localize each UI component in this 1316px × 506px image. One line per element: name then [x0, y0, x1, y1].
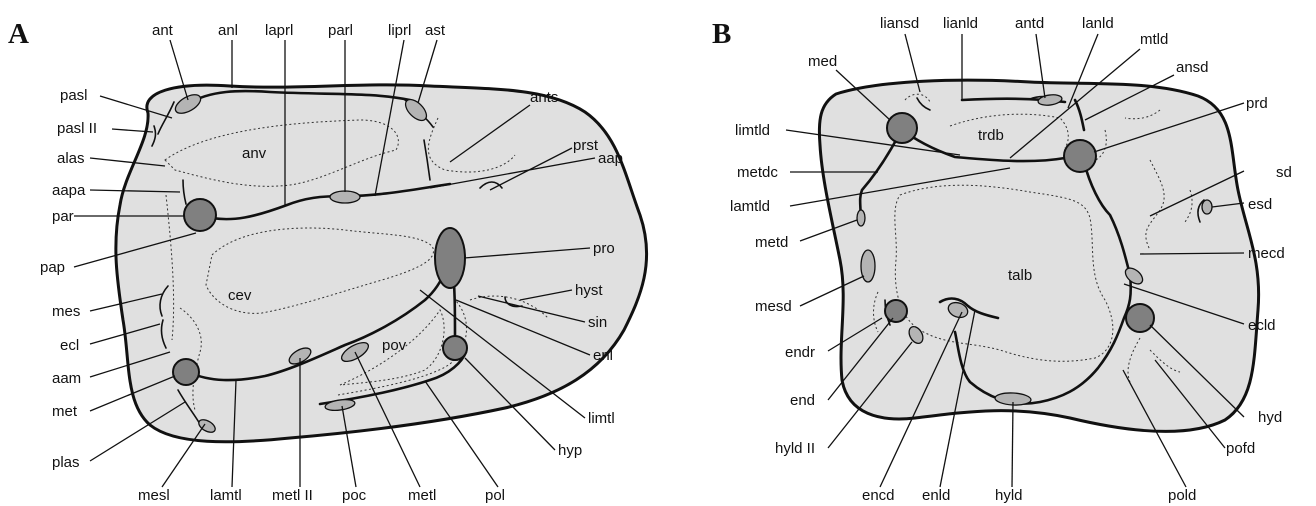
panel-b: B [712, 15, 1292, 504]
label-ecl: ecl [60, 337, 79, 354]
label-pasl: pasl [60, 87, 88, 104]
ectostylid [1202, 200, 1212, 214]
metacone [173, 359, 199, 385]
label-limtld: limtld [735, 122, 770, 139]
label-end: end [790, 392, 815, 409]
label-esd: esd [1248, 196, 1272, 213]
label-mesl: mesl [138, 487, 170, 504]
label-liansd: liansd [880, 15, 919, 32]
label-par: par [52, 208, 74, 225]
label-limtl: limtl [588, 410, 615, 427]
panel-b-letter: B [712, 18, 731, 50]
label-laprl: laprl [265, 22, 293, 39]
label-hyd: hyd [1258, 409, 1282, 426]
protocone [435, 228, 465, 288]
posterior-valley-label: pov [382, 337, 407, 354]
hypocone [443, 336, 467, 360]
hypoconid [1126, 304, 1154, 332]
label-aam: aam [52, 370, 81, 387]
label-antd: antd [1015, 15, 1044, 32]
label-aap: aap [598, 150, 623, 167]
label-prst: prst [573, 137, 599, 154]
paraconule [330, 191, 360, 203]
label-ansd: ansd [1176, 59, 1209, 76]
label-enld: enld [922, 487, 950, 504]
label-pofd: pofd [1226, 440, 1255, 457]
panel-a-crown-outline [116, 85, 647, 442]
trigonid-basin-label: trdb [978, 127, 1004, 144]
talonid-basin-label: talb [1008, 267, 1032, 284]
label-endr: endr [785, 344, 815, 361]
label-mtld: mtld [1140, 31, 1168, 48]
label-pro: pro [593, 240, 615, 257]
panel-a-letter: A [8, 18, 29, 50]
label-lamtld: lamtld [730, 198, 770, 215]
label-alas: alas [57, 150, 85, 167]
label-prd: prd [1246, 95, 1268, 112]
panel-a: A [8, 18, 647, 504]
label-hyld-ii: hyld II [775, 440, 815, 457]
paracone [184, 199, 216, 231]
label-encd: encd [862, 487, 895, 504]
label-ant: ant [152, 22, 174, 39]
central-valley-label: cev [228, 287, 252, 304]
label-mecd: mecd [1248, 245, 1285, 262]
label-mes: mes [52, 303, 80, 320]
entoconid [885, 300, 907, 322]
label-hyld: hyld [995, 487, 1023, 504]
label-ecld: ecld [1248, 317, 1276, 334]
label-mesd: mesd [755, 298, 792, 315]
mesostylid [861, 250, 875, 282]
label-lamtl: lamtl [210, 487, 242, 504]
label-pasl-ii: pasl II [57, 120, 97, 137]
label-pap: pap [40, 259, 65, 276]
label-enl: enl [593, 347, 613, 364]
label-aapa: aapa [52, 182, 86, 199]
label-parl: parl [328, 22, 353, 39]
label-liprl: liprl [388, 22, 411, 39]
label-plas: plas [52, 454, 80, 471]
label-lianld: lianld [943, 15, 978, 32]
label-anl: anl [218, 22, 238, 39]
label-ants: ants [530, 89, 558, 106]
label-metl: metl [408, 487, 436, 504]
label-lanld: lanld [1082, 15, 1114, 32]
label-sd: sd [1276, 164, 1292, 181]
label-hyp: hyp [558, 442, 582, 459]
label-metd: metd [755, 234, 788, 251]
label-metl-ii: metl II [272, 487, 313, 504]
metaconid [887, 113, 917, 143]
label-med: med [808, 53, 837, 70]
label-hyst: hyst [575, 282, 603, 299]
label-met: met [52, 403, 78, 420]
protoconid [1064, 140, 1096, 172]
label-metdc: metdc [737, 164, 778, 181]
metastylid [857, 210, 865, 226]
label-pol: pol [485, 487, 505, 504]
label-poc: poc [342, 487, 367, 504]
label-sin: sin [588, 314, 607, 331]
label-pold: pold [1168, 487, 1196, 504]
anterior-valley-label: anv [242, 145, 267, 162]
label-ast: ast [425, 22, 446, 39]
